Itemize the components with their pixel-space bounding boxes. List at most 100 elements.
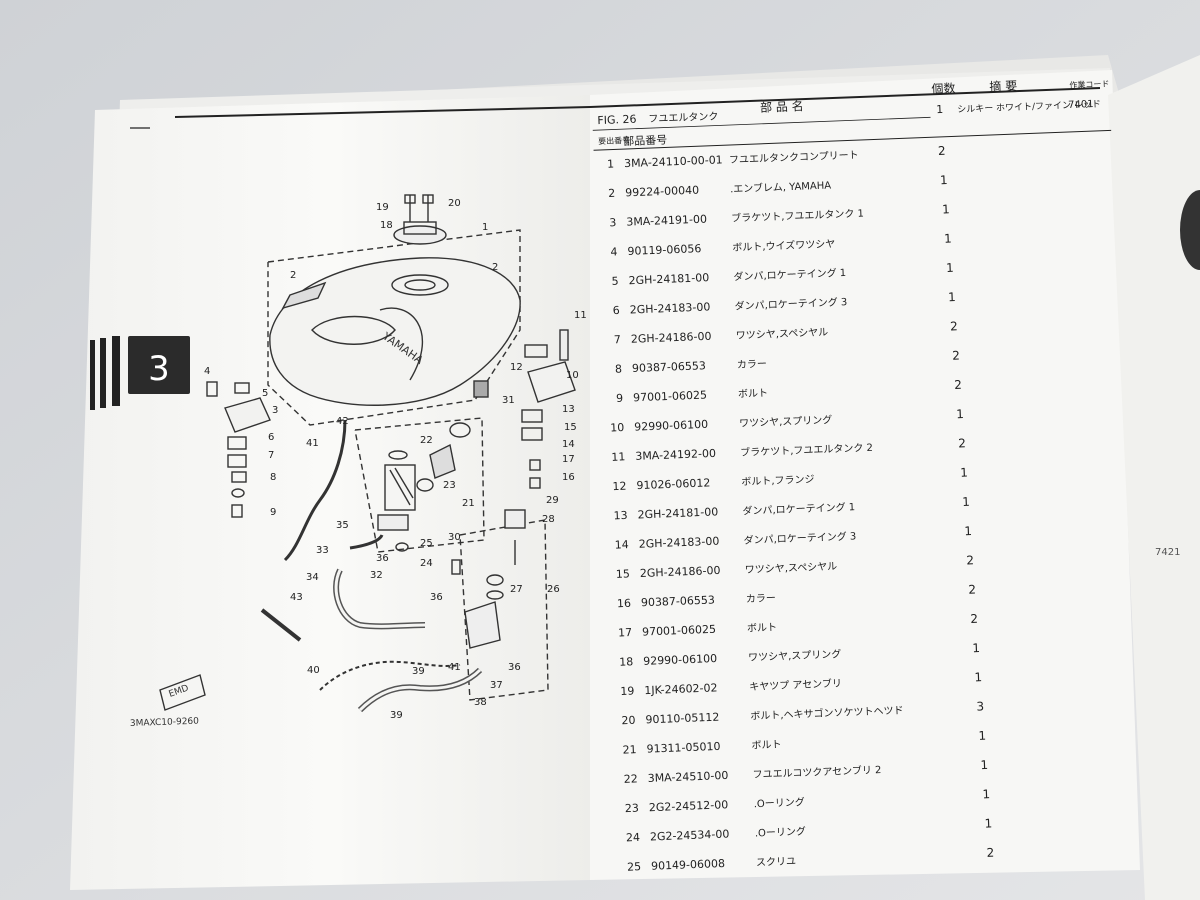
callout-40: 40 bbox=[307, 665, 320, 676]
quantity: 1 bbox=[982, 787, 990, 801]
margin-bar bbox=[100, 338, 106, 408]
part-name: ボルト bbox=[747, 621, 777, 634]
quantity: 2 bbox=[938, 144, 946, 158]
part-number: 2G2-24512-00 bbox=[649, 798, 729, 814]
quantity: 1 bbox=[940, 173, 948, 187]
fuel-tank bbox=[269, 257, 521, 406]
callout-3: 3 bbox=[272, 405, 278, 416]
callout-25: 25 bbox=[420, 538, 433, 549]
part-name: ワツシヤ,スペシヤル bbox=[736, 327, 829, 342]
part-number: 2GH-24181-00 bbox=[628, 271, 709, 287]
remark-code: 7401 bbox=[1068, 99, 1094, 111]
part-number: 90149-06008 bbox=[651, 857, 725, 873]
quantity: 1 bbox=[964, 524, 972, 538]
callout-8: 8 bbox=[270, 472, 276, 483]
part-name: ボルト,フランジ bbox=[741, 473, 815, 488]
quantity: 1 bbox=[942, 202, 950, 216]
quantity: 1 bbox=[984, 816, 992, 830]
callout-34: 34 bbox=[306, 572, 319, 583]
row-number: 4 bbox=[610, 245, 617, 258]
callout-11: 11 bbox=[574, 310, 587, 321]
part-name: ダンパ,ロケーテイング 3 bbox=[734, 295, 847, 312]
part-number: 3MA-24192-00 bbox=[635, 447, 716, 463]
part-name: ボルト,ウイズワツシヤ bbox=[732, 237, 835, 254]
callout-18: 18 bbox=[380, 220, 393, 231]
callout-13: 13 bbox=[562, 404, 575, 415]
part-number: 2GH-24183-00 bbox=[629, 300, 710, 316]
part-number: 91311-05010 bbox=[646, 740, 720, 756]
part-number: 2GH-24183-00 bbox=[638, 535, 719, 551]
exploded-parts-diagram: YAMAHA bbox=[159, 194, 576, 713]
side-code: 7421 bbox=[1155, 547, 1180, 558]
part-name: .エンブレム, YAMAHA bbox=[730, 178, 832, 195]
callout-39: 39 bbox=[412, 666, 425, 677]
part-number: 97001-06025 bbox=[633, 389, 707, 405]
row-number: 3 bbox=[609, 216, 616, 229]
quantity: 2 bbox=[970, 612, 978, 626]
callout-14: 14 bbox=[562, 439, 575, 450]
row-number: 20 bbox=[621, 714, 635, 728]
callout-5: 5 bbox=[262, 388, 268, 399]
header-remarks: 摘 要 bbox=[989, 78, 1017, 94]
diagram-footer-code: 3MAXC10-9260 bbox=[130, 717, 200, 729]
part-name: ダンパ,ロケーテイング 1 bbox=[733, 266, 846, 283]
emd-icon bbox=[159, 674, 206, 711]
callout-24: 24 bbox=[420, 558, 433, 569]
part-name: ワツシヤ,スペシヤル bbox=[745, 561, 838, 576]
callout-6: 6 bbox=[268, 432, 274, 443]
parts-table: FIG. 26 フユエルタンク 要出番号 部品番号 部 品 名 個数 摘 要 作… bbox=[592, 78, 1112, 874]
header-part-no: 部品番号 bbox=[623, 132, 668, 148]
callout-23: 23 bbox=[443, 480, 456, 491]
callout-33: 33 bbox=[316, 545, 329, 556]
callout-42: 42 bbox=[336, 416, 349, 427]
callout-17: 17 bbox=[562, 454, 575, 465]
row-number: 12 bbox=[612, 480, 626, 494]
quantity: 1 bbox=[948, 290, 956, 304]
quantity: 1 bbox=[974, 670, 982, 684]
quantity: 2 bbox=[954, 378, 962, 392]
quantity: 2 bbox=[966, 553, 974, 567]
part-number: 97001-06025 bbox=[642, 623, 716, 639]
callout-41: 41 bbox=[306, 438, 319, 449]
row-number: 16 bbox=[617, 597, 631, 611]
quantity: 1 bbox=[960, 465, 968, 479]
row-number: 1 bbox=[607, 158, 614, 171]
callout-31: 31 bbox=[502, 395, 515, 406]
callout-12: 12 bbox=[510, 362, 523, 373]
part-number: 90387-06553 bbox=[632, 359, 706, 375]
callout-4: 4 bbox=[204, 366, 210, 377]
remark-qty: 1 bbox=[936, 103, 943, 116]
part-number: 3MA-24191-00 bbox=[626, 213, 707, 229]
quantity: 2 bbox=[952, 348, 960, 362]
callout-29: 29 bbox=[546, 495, 559, 506]
callout-37: 37 bbox=[490, 680, 503, 691]
row-number: 11 bbox=[611, 450, 625, 464]
row-number: 15 bbox=[616, 567, 630, 581]
part-name: ボルト bbox=[751, 739, 781, 752]
figure-label: FIG. 26 bbox=[597, 113, 637, 127]
row-number: 21 bbox=[622, 743, 636, 757]
row-number: 19 bbox=[620, 685, 634, 699]
part-name: .Oーリング bbox=[755, 825, 807, 840]
header-name: 部 品 名 bbox=[760, 98, 804, 115]
part-name: フユエルタンクコンプリート bbox=[729, 149, 859, 166]
header-ref-no: 要出番号 bbox=[598, 135, 630, 146]
callout-10: 10 bbox=[566, 370, 579, 381]
callout-41: 41 bbox=[448, 662, 461, 673]
quantity: 1 bbox=[956, 407, 964, 421]
margin-bar bbox=[112, 336, 120, 406]
part-name: ワツシヤ,スプリング bbox=[748, 647, 842, 664]
